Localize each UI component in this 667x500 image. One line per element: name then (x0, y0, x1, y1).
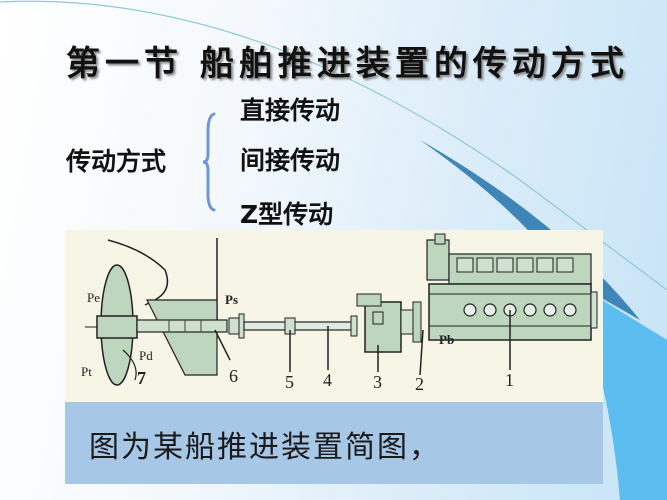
slide-title: 第一节 船舶推进装置的传动方式 (66, 44, 629, 84)
label-pt: Pt (81, 364, 92, 379)
transmission-method-label: 传动方式 (66, 147, 167, 176)
method-z-type: Z型传动 (240, 200, 334, 229)
label-pe: Pe (87, 290, 100, 305)
label-ps: Ps (225, 292, 238, 307)
transmission-method-list: 直接传动 间接传动 Z型传动 (240, 94, 340, 248)
part-number-7: 7 (137, 368, 146, 388)
part-number-6: 6 (229, 366, 238, 386)
method-direct: 直接传动 (240, 96, 341, 125)
figure-caption: 图为某船推进装置简图， (89, 430, 441, 465)
part-number-1: 1 (505, 370, 514, 390)
label-pd: Pd (139, 348, 153, 363)
caption-band: 图为某船推进装置简图， (65, 402, 603, 484)
label-pb: Pb (439, 332, 454, 347)
method-indirect: 间接传动 (240, 146, 341, 175)
part-number-3: 3 (373, 372, 382, 392)
part-number-5: 5 (285, 372, 294, 392)
propulsion-diagram-drawing: Pe Pt Pd Ps Pb 1 2 3 4 5 6 7 (81, 233, 598, 394)
brace-icon (202, 112, 216, 212)
propulsion-diagram: Pe Pt Pd Ps Pb 1 2 3 4 5 6 7 (65, 230, 603, 402)
part-number-2: 2 (415, 374, 424, 394)
part-number-4: 4 (323, 370, 332, 390)
